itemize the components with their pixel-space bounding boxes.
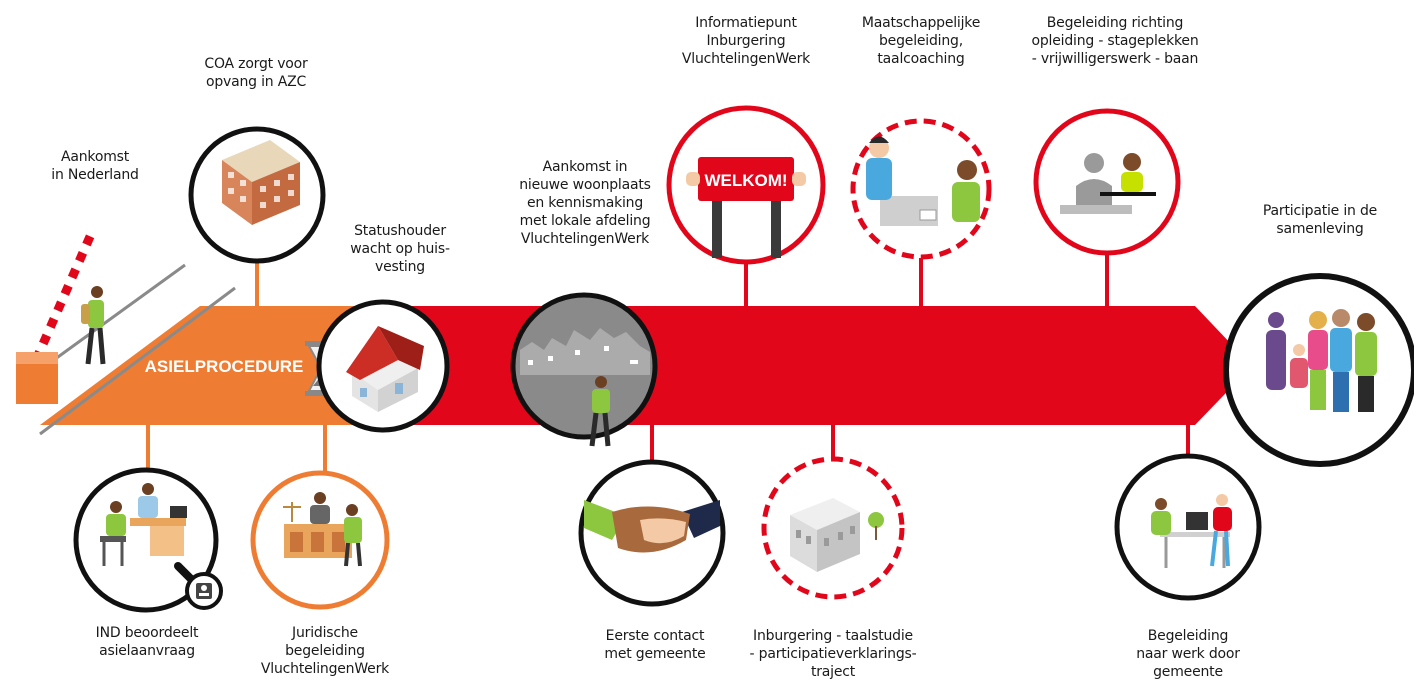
coa-circle [188, 126, 326, 264]
label-maatschappelijke: Maatschappelijke begeleiding, taalcoachi… [861, 15, 981, 67]
house-circle [316, 299, 450, 433]
participatie-circle [1223, 273, 1414, 467]
label-begeleiding-opleiding: Begeleiding richting opleiding - stagepl… [1031, 15, 1199, 67]
traveler-figure-icon [81, 286, 106, 365]
label-eerste-contact: Eerste contact met gemeente [604, 628, 706, 662]
woonplaats-circle [510, 292, 658, 447]
maatschappelijke-circle [850, 118, 992, 260]
juridische-circle [250, 470, 390, 610]
begeleiding-werk-circle [1114, 453, 1262, 601]
road-line-lower [39, 286, 236, 436]
label-statushouder: Statushouder wacht op huis- vesting [350, 223, 450, 275]
road-line-upper [39, 263, 186, 372]
label-coa: COA zorgt voor opvang in AZC [204, 56, 308, 90]
eerste-contact-circle [578, 459, 726, 607]
label-aankomst-woonplaats: Aankomst in nieuwe woonplaats en kennism… [519, 159, 651, 247]
label-juridische: Juridische begeleiding VluchtelingenWerk [260, 625, 390, 677]
family-figures-icon [1266, 309, 1377, 412]
begeleiding-opleiding-circle [1033, 108, 1181, 256]
label-aankomst-nederland: Aankomst in Nederland [51, 149, 139, 183]
label-participatie: Participatie in de samenleving [1262, 203, 1378, 237]
label-begeleiding-werk: Begeleiding naar werk door gemeente [1136, 628, 1240, 680]
welkom-circle: WELKOM! [666, 105, 826, 265]
label-inburgering: Inburgering - taalstudie - participatiev… [749, 628, 917, 680]
label-ind: IND beoordeelt asielaanvraag [95, 625, 199, 659]
ind-circle [73, 467, 223, 613]
welkom-sign-text: WELKOM! [704, 171, 787, 190]
inburgering-circle [761, 456, 905, 600]
barrier-gate-icon [16, 227, 97, 404]
asielprocedure-label: ASIELPROCEDURE [145, 357, 304, 376]
label-informatiepunt: Informatiepunt Inburgering Vluchtelingen… [681, 15, 811, 67]
